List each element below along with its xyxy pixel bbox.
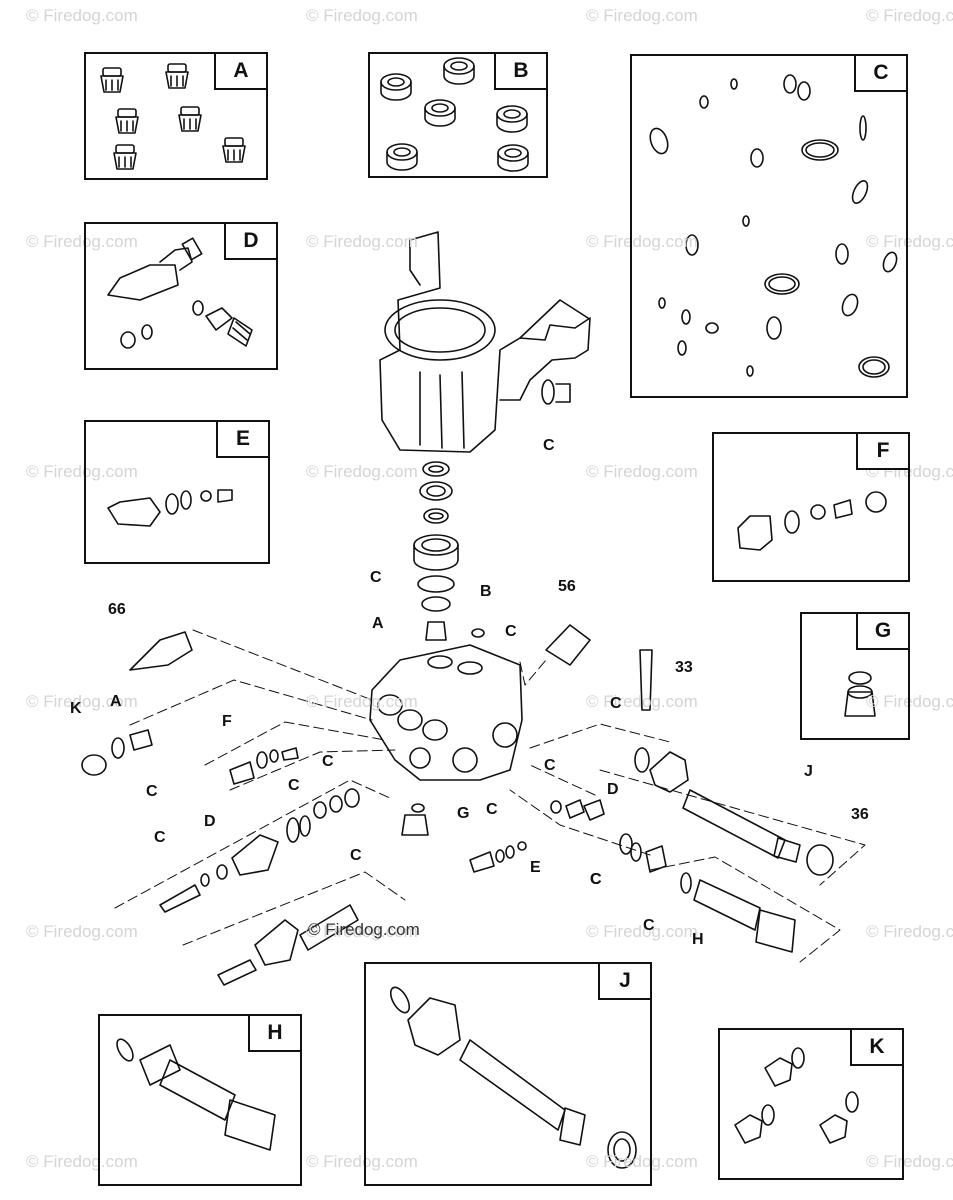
watermark-text: © Firedog.com [586,1152,698,1171]
callout-label: C [505,623,517,640]
callout-label: A [372,615,384,632]
watermark-text: © Firedog.com [26,232,138,251]
callout-label: 36 [851,806,869,823]
callout-label: C [370,569,382,586]
watermark-text: © Firedog.com [26,922,138,941]
watermark-text: © Firedog.com [306,1152,418,1171]
watermark-text: © Firedog.com [586,232,698,251]
callout-label: 56 [558,578,576,595]
kit-box-e: E [84,420,270,564]
manifold-block [369,644,523,781]
kit-c-oring-icons [649,74,898,378]
callout-label: C [146,783,158,800]
watermark-text: © Firedog.com [26,1152,138,1171]
watermark-main: © Firedog.com [308,920,420,939]
kit-e-fitting-icons [107,489,233,527]
watermark-text: © Firedog.com [26,692,138,711]
kit-box-f: F [712,432,910,582]
callout-label: C [350,847,362,864]
callout-label: 33 [675,659,693,676]
kit-k-plug-icons [734,1047,859,1144]
kit-j-outlet-icons [389,986,637,1169]
callout-label: C [610,695,622,712]
watermark-text: © Firedog.com [866,1152,953,1171]
callout-label: H [692,931,704,948]
callout-label: E [530,859,541,876]
kit-g-plug-icons [844,671,876,717]
callout-label: C [543,437,555,454]
kit-label: C [854,54,908,92]
watermark-text: © Firedog.com [586,922,698,941]
callout-label: C [486,801,498,818]
kit-f-plug-icons [737,491,887,551]
watermark-text: © Firedog.com [866,6,953,25]
kit-label: J [598,962,652,1000]
kit-box-g: G [800,612,910,740]
kit-label: D [224,222,278,260]
callout-label: C [544,757,556,774]
watermark-text: © Firedog.com [26,6,138,25]
kit-box-h: H [98,1014,302,1186]
crankcase-housing [379,231,591,453]
kit-h-inlet-icons [116,1038,276,1151]
callout-label: C [154,829,166,846]
callout-label: C [590,871,602,888]
kit-box-d: D [84,222,278,370]
watermark-text: © Firedog.com [306,922,418,941]
callout-label: C [643,917,655,934]
kit-box-j: J [364,962,652,1186]
kit-box-b: B [368,52,548,178]
callout-label: C [288,777,300,794]
callout-label: 66 [108,601,126,618]
callout-label: C [322,753,334,770]
kit-label: H [248,1014,302,1052]
watermark-text: © Firedog.com [586,6,698,25]
watermark-text: © Firedog.com [26,462,138,481]
callout-label: D [204,813,216,830]
kit-label: K [850,1028,904,1066]
kit-d-unloader-icons [107,237,253,349]
watermark-text: © Firedog.com [866,232,953,251]
callout-label: B [480,583,492,600]
watermark-text: © Firedog.com [306,462,418,481]
seal-stack [413,461,485,641]
kit-label: A [214,52,268,90]
kit-b-seal-icons [380,57,529,172]
callout-label: F [222,713,232,730]
callout-label: K [70,700,82,717]
watermark-text: © Firedog.com [586,692,698,711]
callout-label: D [607,781,619,798]
watermark-text: © Firedog.com [306,6,418,25]
kit-box-a: A [84,52,268,180]
watermark-text: © Firedog.com [306,232,418,251]
callout-label: J [804,763,813,780]
watermark-text: © Firedog.com [586,462,698,481]
kit-label: E [216,420,270,458]
kit-a-valve-icons [100,63,246,170]
kit-box-k: K [718,1028,904,1180]
watermark-text: © Firedog.com [306,692,418,711]
leader-lines [114,629,866,963]
kit-label: G [856,612,910,650]
kit-label: F [856,432,910,470]
watermark-text: © Firedog.com [866,922,953,941]
loose-parts [81,624,834,986]
callout-label: C [590,871,602,888]
kit-box-c: C [630,54,908,398]
kit-label: B [494,52,548,90]
callout-label: A [110,693,122,710]
callout-label: G [457,805,470,822]
